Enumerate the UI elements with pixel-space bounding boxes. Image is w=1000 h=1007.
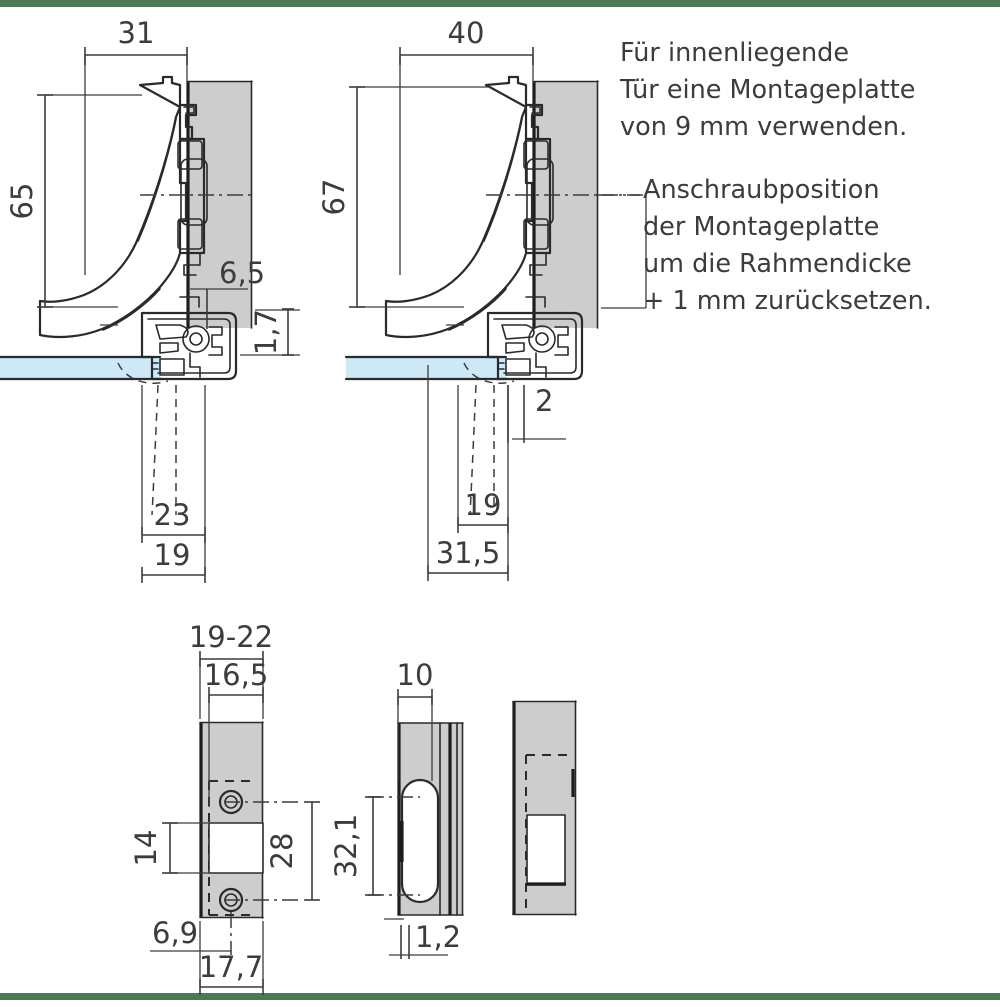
dim-label-65: 65 bbox=[5, 183, 39, 220]
glass-panel-2 bbox=[346, 357, 506, 379]
dim-label-19-view1: 19 bbox=[154, 538, 191, 572]
view-plate-rear bbox=[512, 700, 577, 916]
dim-label-1-2: 1,2 bbox=[415, 920, 461, 954]
hinge-crossplate bbox=[177, 103, 208, 308]
hinge-cup-2 bbox=[486, 311, 584, 381]
view-plate-side: 10 32,1 1,2 bbox=[329, 658, 464, 959]
dim-label-40: 40 bbox=[448, 16, 485, 50]
hinge-arm-2 bbox=[384, 75, 534, 339]
screw-axis-left bbox=[151, 384, 159, 516]
dim-label-14: 14 bbox=[129, 830, 163, 867]
technical-drawing-svg: .ln { stroke:#3c3c3c; stroke-width:1.6; … bbox=[0, 16, 648, 995]
hinge-arm bbox=[38, 75, 188, 339]
dim-label-19-view2: 19 bbox=[465, 488, 502, 522]
hinge-cup bbox=[140, 311, 238, 381]
hinge-crossplate-2 bbox=[523, 103, 554, 308]
dim-label-16-5: 16,5 bbox=[204, 658, 269, 692]
dim-31: 31 bbox=[84, 16, 188, 275]
dim-label-67: 67 bbox=[317, 179, 351, 216]
dim-label-19-22: 19-22 bbox=[189, 620, 273, 654]
dim-label-17-7: 17,7 bbox=[199, 950, 264, 984]
dim-17-7: 17,7 bbox=[199, 921, 264, 995]
dim-1-7: 1,7 bbox=[240, 308, 300, 356]
dim-6-9: 6,9 bbox=[150, 916, 231, 952]
dim-label-32-1: 32,1 bbox=[329, 814, 363, 879]
dim-32-1: 32,1 bbox=[329, 796, 381, 896]
dim-label-6-5: 6,5 bbox=[219, 256, 265, 290]
view-plate-front: 19-22 16,5 14 bbox=[129, 620, 320, 995]
plate-rear-hidden-outline bbox=[525, 754, 570, 912]
dim-14: 14 bbox=[129, 822, 212, 874]
dim-label-10: 10 bbox=[397, 658, 434, 692]
note-mounting-plate: Für innenliegende Tür eine Montageplatte… bbox=[620, 38, 916, 142]
dim-16-5: 16,5 bbox=[204, 658, 269, 807]
glass-panel bbox=[0, 357, 160, 379]
dim-28: 28 bbox=[265, 801, 320, 901]
dim-2: 2 bbox=[507, 384, 566, 443]
dim-19-view2: 19 bbox=[457, 385, 509, 573]
dim-label-31: 31 bbox=[118, 16, 155, 50]
dim-6-5: 6,5 bbox=[190, 256, 265, 329]
dim-10: 10 bbox=[397, 658, 434, 781]
dim-label-28: 28 bbox=[265, 833, 299, 870]
dim-1-2: 1,2 bbox=[384, 918, 461, 959]
screw-axis-left-2 bbox=[469, 384, 477, 516]
dim-19-view1: 19 bbox=[141, 538, 206, 583]
dim-31-5: 31,5 bbox=[427, 365, 509, 581]
note-screw-position: Anschraubposition der Montageplatte um d… bbox=[643, 175, 932, 316]
dim-65: 65 bbox=[5, 94, 142, 308]
frame-panel bbox=[187, 81, 252, 328]
dim-label-23: 23 bbox=[154, 498, 191, 532]
dim-label-31-5: 31,5 bbox=[436, 536, 501, 570]
dim-67: 67 bbox=[317, 86, 488, 308]
screw-position-bracket bbox=[598, 194, 648, 309]
frame-panel-2 bbox=[533, 81, 598, 328]
dim-label-2: 2 bbox=[535, 384, 553, 418]
view-side-inset: 40 67 2 bbox=[317, 16, 648, 581]
dim-23: 23 bbox=[141, 385, 206, 575]
dim-label-1-7: 1,7 bbox=[249, 309, 283, 355]
view-side-overlay: 31 65 6,5 bbox=[0, 16, 300, 583]
dim-label-6-9: 6,9 bbox=[152, 916, 198, 950]
dim-40: 40 bbox=[399, 16, 534, 275]
plate-body bbox=[200, 722, 263, 918]
drawing-stage: .ln { stroke:#3c3c3c; stroke-width:1.6; … bbox=[0, 7, 1000, 1007]
